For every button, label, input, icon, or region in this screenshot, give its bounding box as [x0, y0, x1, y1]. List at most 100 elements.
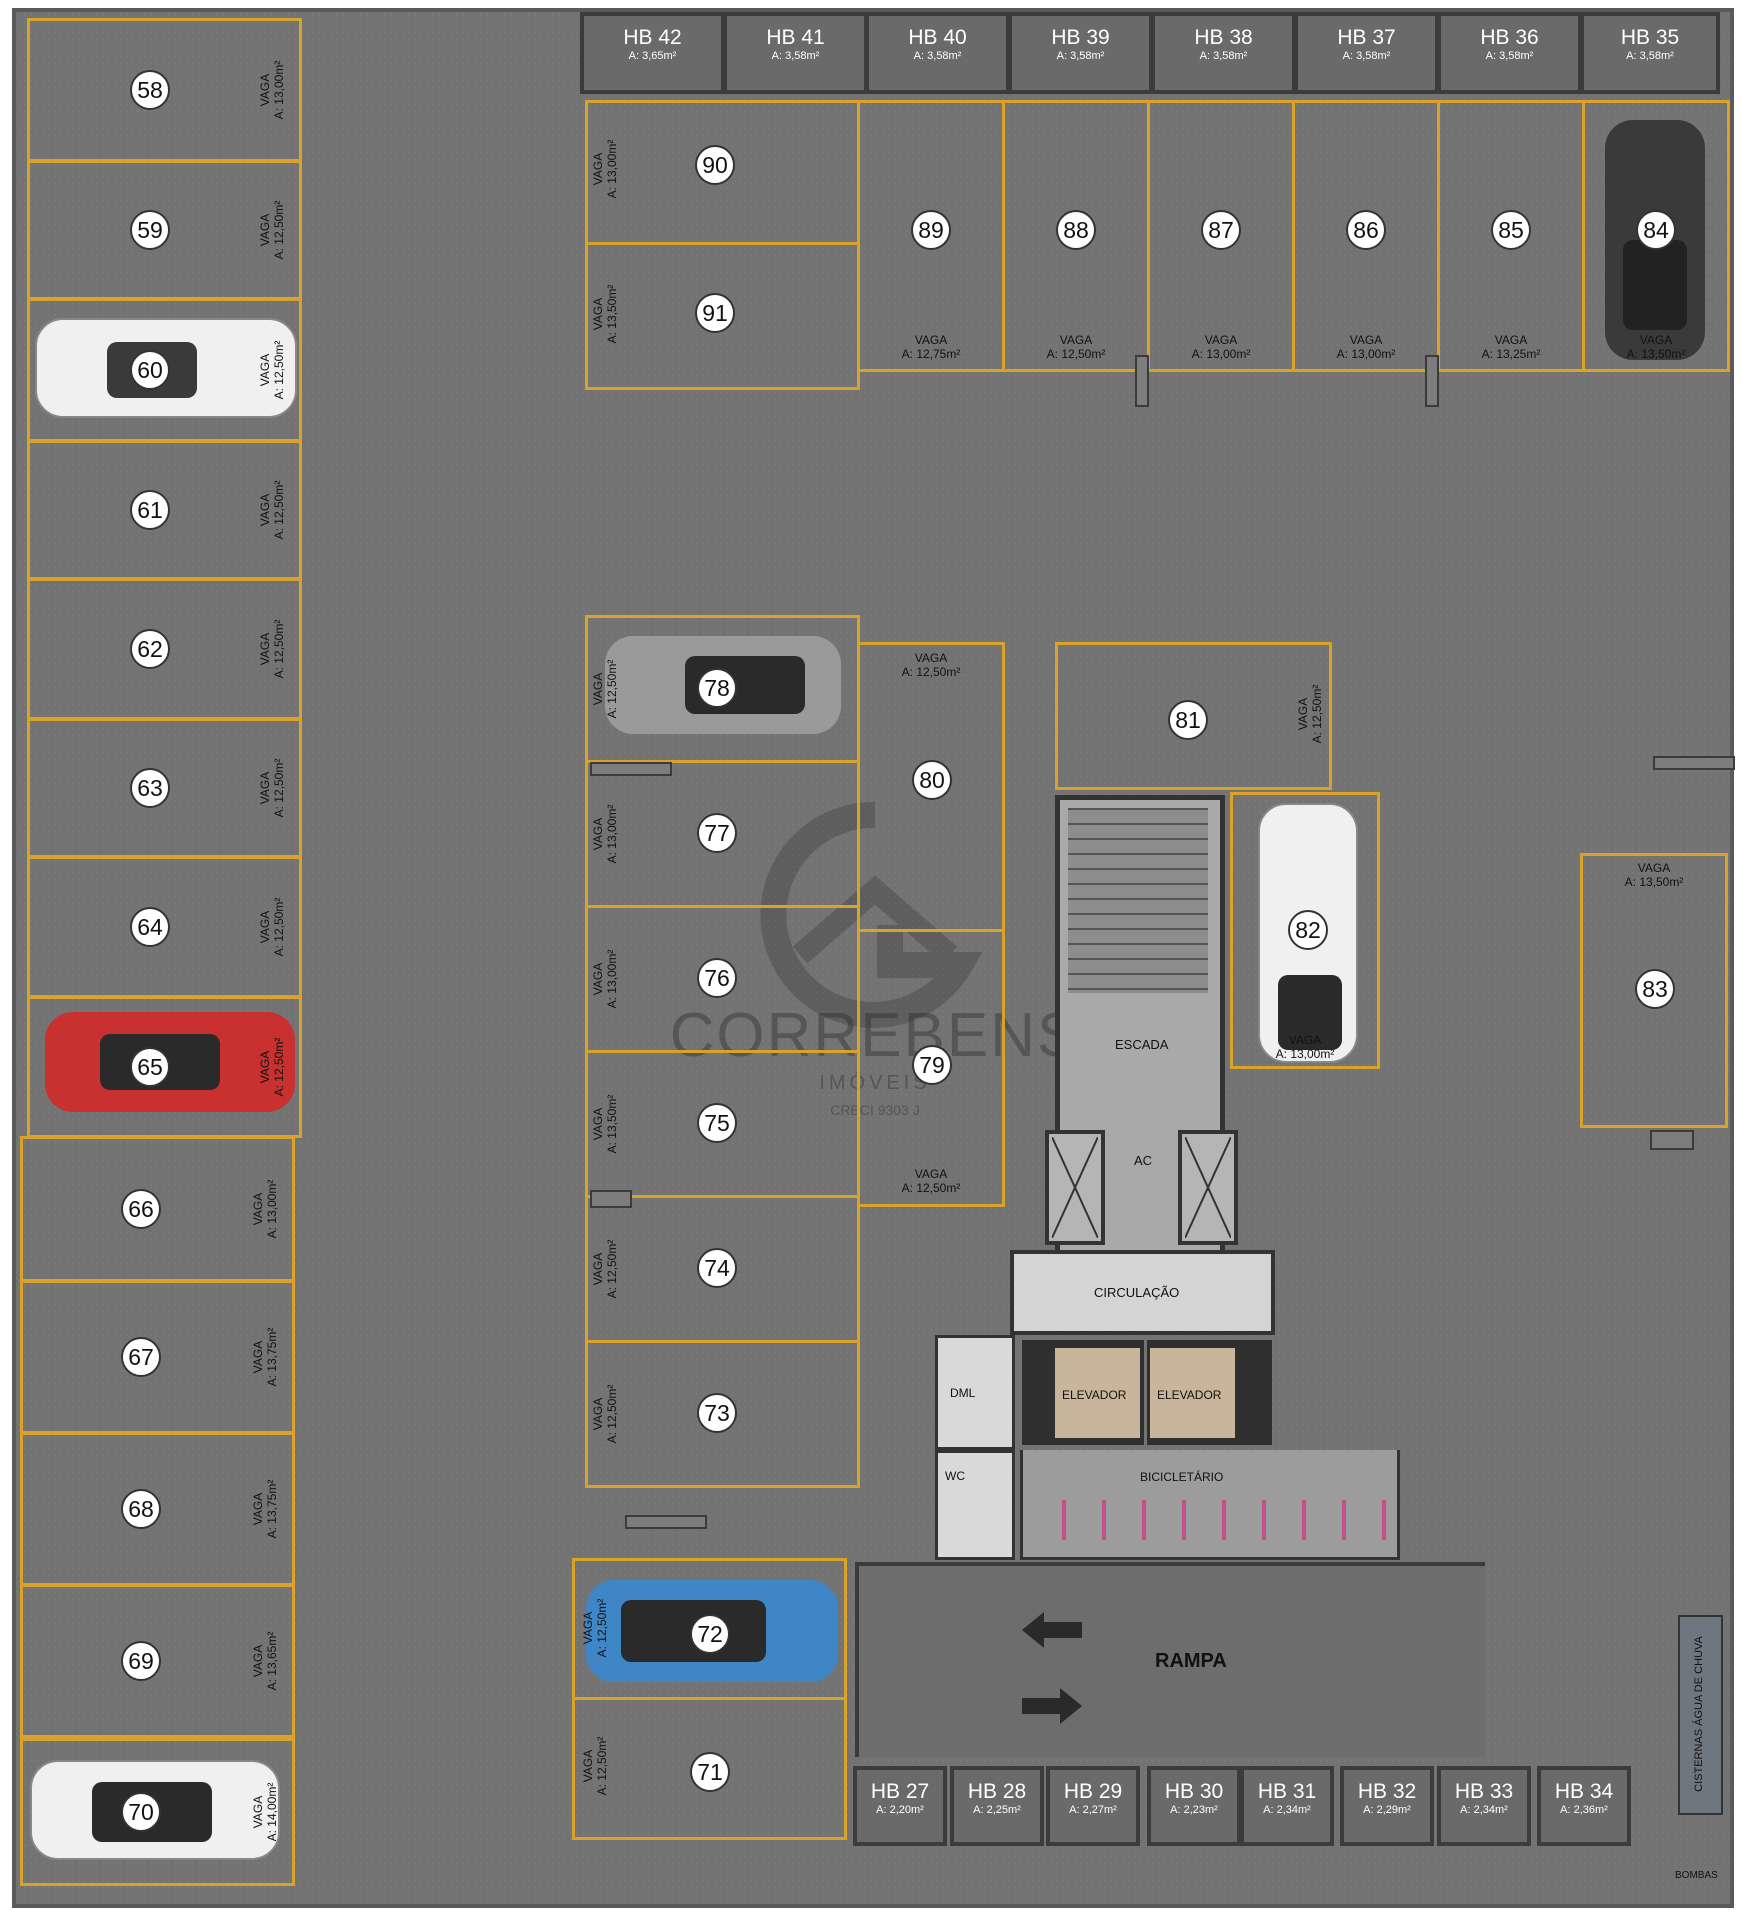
spot-number: 88 — [1056, 210, 1096, 250]
spot-number: 81 — [1168, 700, 1208, 740]
spot-number: 70 — [121, 1792, 161, 1832]
spot-number: 75 — [697, 1103, 737, 1143]
spot-number: 76 — [697, 958, 737, 998]
pillar — [590, 1190, 632, 1208]
bombas-label: BOMBAS — [1675, 1870, 1718, 1881]
hobby-box-title: HB 31 — [1257, 1780, 1317, 1803]
watermark-creci: CRECI 9303 J — [830, 1102, 920, 1118]
rampa-label: RAMPA — [1155, 1650, 1227, 1672]
spot-number: 71 — [690, 1752, 730, 1792]
hobby-box-area: A: 3,58m² — [771, 50, 820, 62]
hobby-box-title: HB 33 — [1454, 1780, 1514, 1803]
parking-spot-71[interactable] — [572, 1697, 847, 1840]
hobby-box-area: A: 2,29m² — [1363, 1804, 1411, 1816]
hobby-box-title: HB 39 — [1051, 26, 1110, 49]
spot-number: 91 — [695, 293, 735, 333]
spot-number: 63 — [130, 768, 170, 808]
bike-rack — [1030, 1500, 1390, 1540]
spot-number: 60 — [130, 350, 170, 390]
spot-number: 73 — [697, 1393, 737, 1433]
hobby-box-area: A: 3,58m² — [1626, 50, 1674, 62]
ramp-area — [855, 1562, 1485, 1757]
spot-number: 65 — [130, 1047, 170, 1087]
parking-spot-69[interactable] — [20, 1584, 295, 1738]
hobby-box-title: HB 42 — [623, 26, 682, 49]
watermark-brand: CORREBENS — [669, 1001, 1081, 1070]
parking-spot-84[interactable] — [1582, 100, 1730, 372]
elevador-2-label: ELEVADOR — [1157, 1388, 1222, 1402]
pillar — [1135, 355, 1149, 407]
spot-number: 64 — [130, 907, 170, 947]
parking-spot-70[interactable] — [20, 1738, 295, 1886]
parking-spot-82[interactable] — [1230, 792, 1380, 1069]
hobby-box-area: A: 3,65m² — [628, 50, 677, 62]
hobby-box-title: HB 32 — [1357, 1780, 1417, 1803]
spot-number: 66 — [121, 1189, 161, 1229]
car-white-82 — [1258, 803, 1358, 1063]
spot-number: 77 — [697, 813, 737, 853]
hobby-box-title: HB 40 — [908, 26, 967, 49]
parking-spot-73[interactable] — [585, 1340, 860, 1488]
spot-number: 72 — [690, 1614, 730, 1654]
hobby-box-title: HB 27 — [870, 1780, 930, 1803]
watermark-sub: IMÓVEIS — [819, 1072, 931, 1094]
ac-label: AC — [1134, 1153, 1153, 1168]
parking-spot-91[interactable] — [585, 242, 860, 390]
hobby-box-title: HB 36 — [1480, 26, 1539, 49]
shaft-x-icon — [1052, 1137, 1098, 1238]
hobby-box-area: A: 2,27m² — [1069, 1804, 1117, 1816]
hobby-box-area: A: 2,34m² — [1460, 1804, 1508, 1816]
shaft-right — [1178, 1130, 1238, 1245]
hobby-box-area: A: 3,58m² — [1056, 50, 1105, 62]
wc-label: WC — [945, 1469, 965, 1483]
spot-number: 62 — [130, 629, 170, 669]
hobby-box-title: HB 35 — [1620, 26, 1680, 49]
circulacao-label: CIRCULAÇÃO — [1094, 1285, 1180, 1300]
hobby-box-area: A: 3,58m² — [1199, 50, 1248, 62]
spot-number: 61 — [130, 490, 170, 530]
shaft-x-icon — [1185, 1137, 1231, 1238]
hobby-box-area: A: 2,23m² — [1170, 1804, 1218, 1816]
cisternas-label: CISTERNAS ÁGUA DE CHUVA — [1693, 1636, 1705, 1792]
elevador-1-label: ELEVADOR — [1062, 1388, 1127, 1402]
parking-spot-81[interactable] — [1055, 642, 1332, 790]
spot-number: 90 — [695, 145, 735, 185]
circulation-area — [1010, 1250, 1275, 1335]
parking-spot-83[interactable] — [1580, 853, 1728, 1128]
spot-number: 58 — [130, 70, 170, 110]
parking-spot-79[interactable] — [857, 929, 1005, 1207]
hobby-box-area: A: 3,58m² — [1485, 50, 1534, 62]
